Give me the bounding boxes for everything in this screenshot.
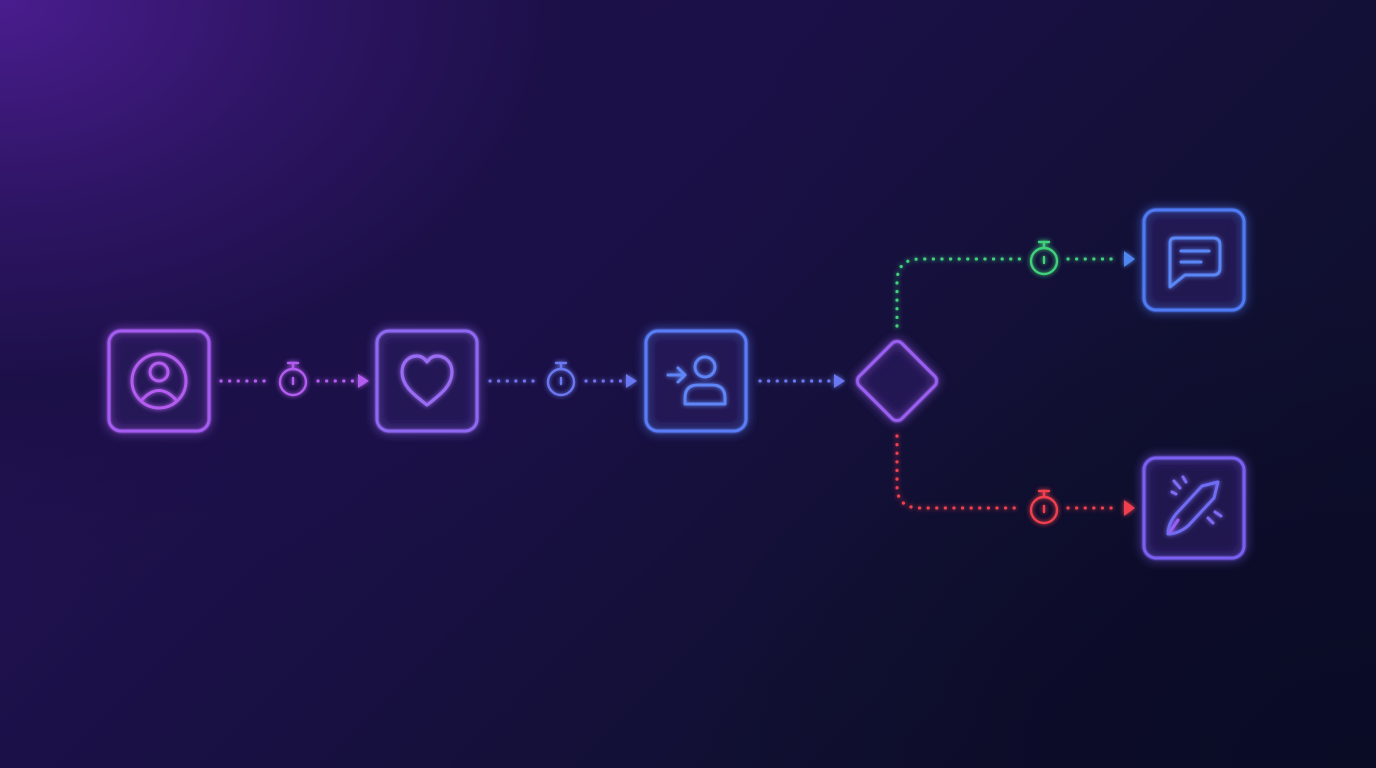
arrowhead [1124,500,1135,516]
node-campaign[interactable] [1142,456,1246,560]
node-follow[interactable] [644,329,748,433]
edge-like-to-follow [488,374,637,388]
node-contact[interactable] [107,329,211,433]
rocket-launch-icon [1166,475,1223,536]
arrowhead [1124,251,1135,267]
edge-condition-to-campaign [895,434,1135,516]
node-condition[interactable] [855,339,940,424]
node-like[interactable] [375,329,479,433]
node-message[interactable] [1142,208,1246,312]
edge-contact-to-like [219,374,369,388]
edge-follow-to-condition [758,374,845,388]
edge-condition-to-message [895,251,1135,328]
stopwatch-icon [278,361,308,397]
chat-message-icon [1168,236,1222,289]
stopwatch-icon [546,361,576,397]
user-follow-icon [666,355,727,406]
heart-icon [400,354,454,407]
diamond-condition-icon [855,339,939,423]
arrowhead [626,374,637,388]
stopwatch-icon [1029,489,1059,525]
stopwatch-icon [1029,240,1059,276]
arrowhead [834,374,845,388]
user-circle-icon [130,352,188,410]
arrowhead [358,374,369,388]
